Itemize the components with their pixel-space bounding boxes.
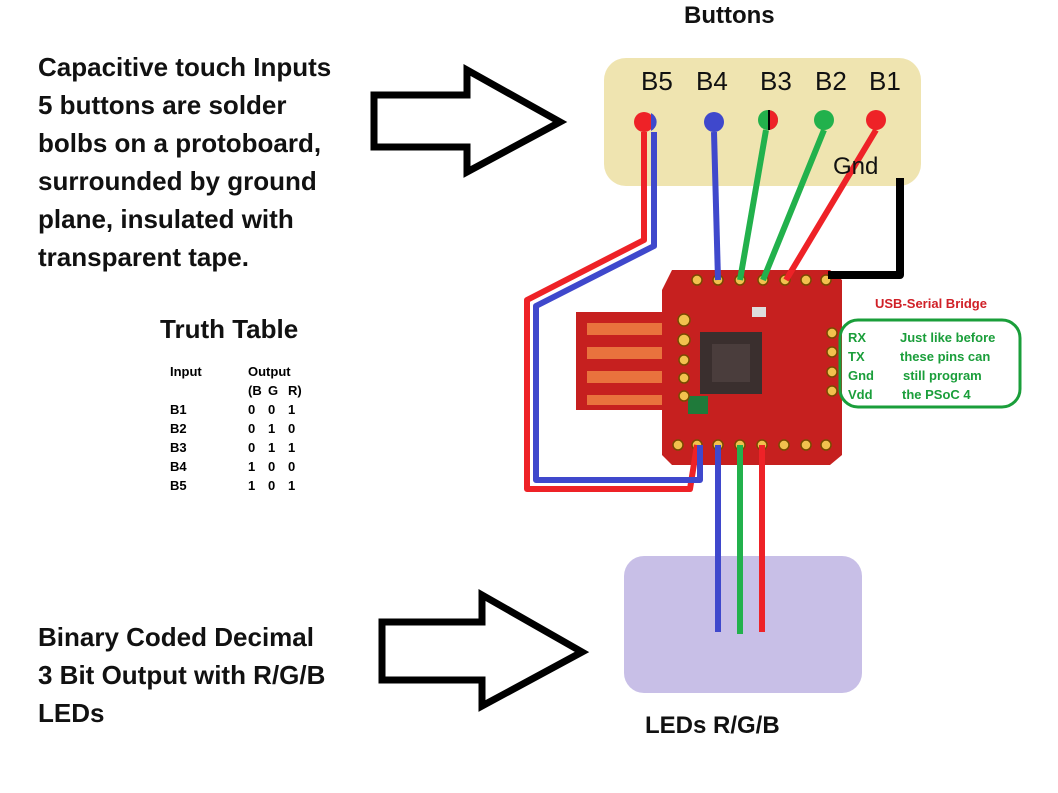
button-label-b2: B2 xyxy=(815,66,847,96)
row-b: 1 xyxy=(248,478,256,493)
arrow-top xyxy=(370,64,568,178)
row-b: 0 xyxy=(248,402,256,417)
wires xyxy=(524,128,904,634)
bridge-note-box xyxy=(838,318,1022,409)
row-g: 1 xyxy=(268,421,276,436)
row-input: B4 xyxy=(170,459,187,474)
row-g: 0 xyxy=(268,459,276,474)
row-g: 1 xyxy=(268,440,276,455)
row-r: 1 xyxy=(288,440,296,455)
row-r: 0 xyxy=(288,421,296,436)
header-input: Input xyxy=(170,364,202,379)
pin-rx: RX xyxy=(848,330,867,345)
subheader-b: (B xyxy=(248,383,262,398)
button-label-b3: B3 xyxy=(760,66,792,96)
pin-gnd: Gnd xyxy=(848,368,874,383)
row-g: 0 xyxy=(268,402,276,417)
row-input: B5 xyxy=(170,478,187,493)
button-pads xyxy=(634,110,886,132)
truth-table-subheader: (B G R) xyxy=(170,381,308,400)
row-g: 0 xyxy=(268,478,276,493)
note-line-3: still program xyxy=(903,368,982,383)
table-row: B5 1 0 1 xyxy=(170,476,308,495)
header-output: Output xyxy=(248,364,291,379)
row-r: 0 xyxy=(288,459,296,474)
row-input: B2 xyxy=(170,421,187,436)
button-label-b4: B4 xyxy=(696,66,728,96)
arrow-bottom xyxy=(378,588,590,712)
button-label-b1: B1 xyxy=(869,66,901,96)
bridge-pins: RX TX Gnd Vdd xyxy=(848,328,874,404)
row-b: 0 xyxy=(248,440,256,455)
truth-table-header: Input Output xyxy=(170,362,308,381)
bridge-title: USB-Serial Bridge xyxy=(875,296,987,311)
row-input: B1 xyxy=(170,402,187,417)
row-input: B3 xyxy=(170,440,187,455)
pin-vdd: Vdd xyxy=(848,387,873,402)
leds-title: LEDs R/G/B xyxy=(645,712,780,739)
table-row: B3 0 1 1 xyxy=(170,438,308,457)
table-row: B4 1 0 0 xyxy=(170,457,308,476)
row-b: 1 xyxy=(248,459,256,474)
row-r: 1 xyxy=(288,402,296,417)
truth-table-title: Truth Table xyxy=(160,314,299,344)
truth-table: Input Output (B G R) B1 0 0 1 B2 0 1 0 B… xyxy=(170,362,308,495)
table-row: B1 0 0 1 xyxy=(170,400,308,419)
description-text: Capacitive touch Inputs 5 buttons are so… xyxy=(38,52,332,272)
note-line-4: the PSoC 4 xyxy=(902,387,971,402)
subheader-blank xyxy=(170,381,248,400)
pin-tx: TX xyxy=(848,349,865,364)
buttons-title: Buttons xyxy=(684,2,775,29)
note-line-2: these pins can xyxy=(900,349,991,364)
subheader-r: R) xyxy=(288,383,302,398)
note-line-1: Just like before xyxy=(900,330,996,345)
button-label-b5: B5 xyxy=(641,66,673,96)
subheader-g: G xyxy=(268,383,279,398)
psoc-board xyxy=(576,270,842,465)
output-description-text: Binary Coded Decimal 3 Bit Output with R… xyxy=(38,622,326,728)
row-r: 1 xyxy=(288,478,296,493)
gnd-label: Gnd xyxy=(833,153,879,180)
row-b: 0 xyxy=(248,421,256,436)
bridge-notes: Just like before these pins can still pr… xyxy=(900,328,995,404)
table-row: B2 0 1 0 xyxy=(170,419,308,438)
